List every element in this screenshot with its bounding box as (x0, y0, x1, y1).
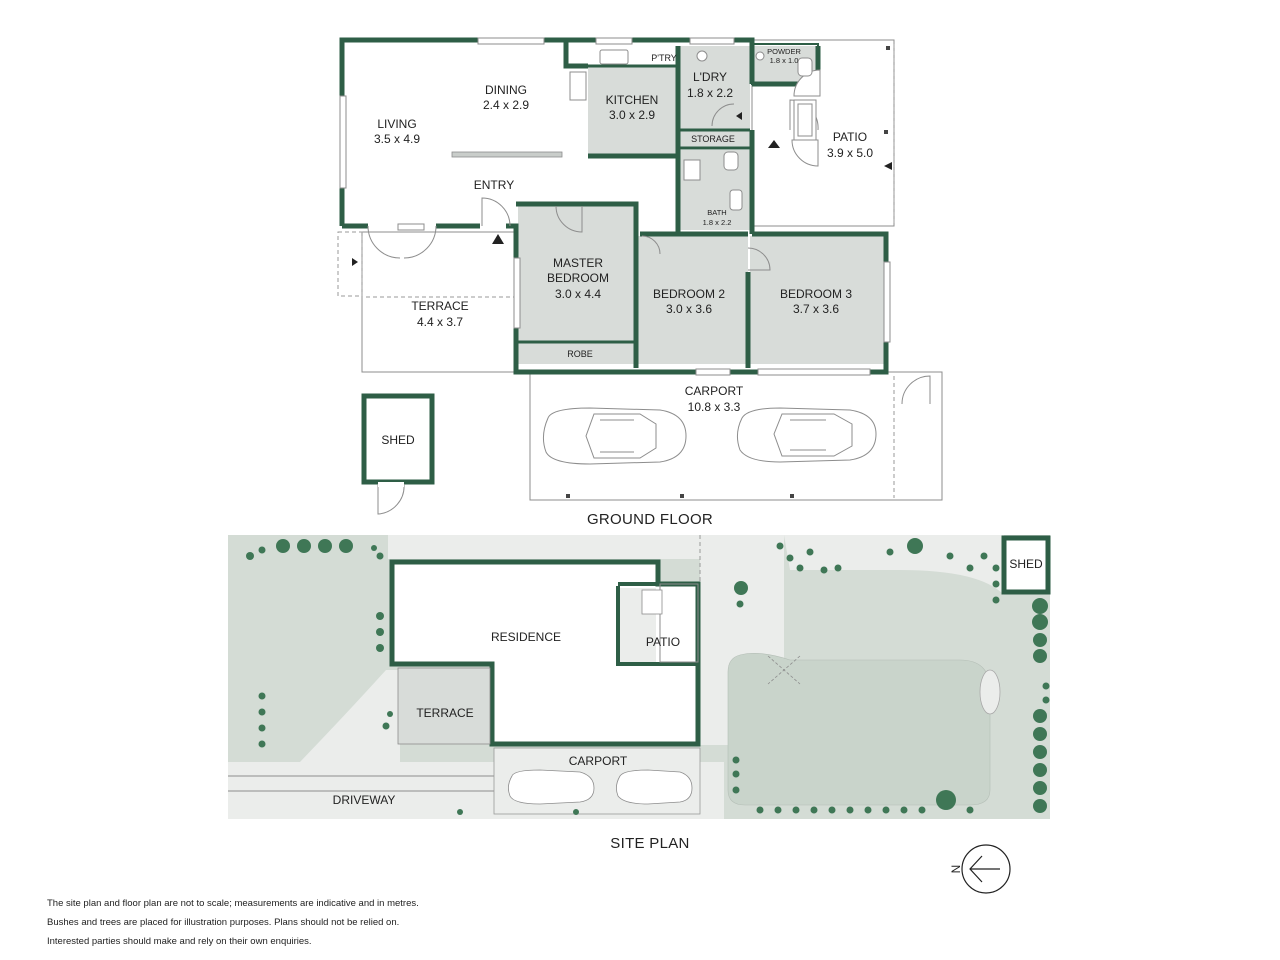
site-bushes (246, 542, 1050, 815)
bedroom3-name: BEDROOM 3 (780, 287, 852, 301)
kitchen-dims: 3.0 x 2.9 (609, 108, 655, 122)
site-terrace-label: TERRACE (416, 706, 473, 720)
patio-name: PATIO (833, 130, 867, 144)
bedroom2-floor (638, 236, 748, 364)
lawn-area (727, 653, 991, 806)
site-plan: RESIDENCE PATIO TERRACE CARPORT DRIVEWAY… (228, 535, 1051, 852)
living-name: LIVING (377, 117, 416, 131)
shed-name: SHED (381, 433, 415, 447)
laundry-name: L'DRY (693, 70, 727, 84)
laundry-dims: 1.8 x 2.2 (687, 86, 733, 100)
carport-dims: 10.8 x 3.3 (688, 400, 741, 414)
bath-name: BATH (707, 208, 726, 217)
site-residence-label: RESIDENCE (491, 630, 561, 644)
bedroom2-name: BEDROOM 2 (653, 287, 725, 301)
powder-name: POWDER (767, 47, 801, 56)
disclaimer: The site plan and floor plan are not to … (47, 894, 419, 951)
site-plan-heading: SITE PLAN (610, 835, 689, 852)
site-shed-outline (1001, 535, 1051, 595)
pantry-name: P'TRY (651, 53, 677, 63)
entry-name: ENTRY (474, 178, 514, 192)
site-patio-label: PATIO (646, 635, 680, 649)
north-compass: N (949, 844, 1011, 894)
car-2 (736, 407, 877, 463)
disclaimer-line: Interested parties should make and rely … (47, 936, 312, 947)
terrace-name: TERRACE (411, 299, 468, 313)
ground-floor-plan: LIVING 3.5 x 4.9 DINING 2.4 x 2.9 KITCHE… (337, 37, 943, 528)
robe-name: ROBE (567, 349, 593, 359)
master-bedroom-name-1: MASTER (553, 256, 603, 270)
patio-dims: 3.9 x 5.0 (827, 146, 873, 160)
dining-dims: 2.4 x 2.9 (483, 98, 529, 112)
carport-name: CARPORT (685, 384, 744, 398)
bedroom3-dims: 3.7 x 3.6 (793, 302, 839, 316)
dining-name: DINING (485, 83, 527, 97)
terrace-dims: 4.4 x 3.7 (417, 315, 463, 329)
bedroom3-floor (750, 236, 886, 364)
master-bedroom-floor (518, 204, 634, 364)
kitchen-floor (588, 66, 678, 156)
car-1 (542, 407, 687, 465)
disclaimer-line: The site plan and floor plan are not to … (47, 898, 419, 909)
living-dims: 3.5 x 4.9 (374, 132, 420, 146)
storage-floor (680, 130, 750, 148)
storage-name: STORAGE (691, 134, 735, 144)
disclaimer-line: Bushes and trees are placed for illustra… (47, 917, 400, 928)
bath-dims: 1.8 x 2.2 (703, 218, 732, 227)
compass-letter: N (949, 865, 963, 874)
ground-floor-heading: GROUND FLOOR (587, 511, 713, 528)
site-trees (276, 538, 1048, 813)
kitchen-name: KITCHEN (606, 93, 659, 107)
site-shed-label: SHED (1009, 557, 1043, 571)
master-bedroom-name-2: BEDROOM (547, 271, 609, 285)
site-driveway-label: DRIVEWAY (333, 793, 396, 807)
powder-dims: 1.8 x 1.0 (770, 56, 799, 65)
master-bedroom-dims: 3.0 x 4.4 (555, 287, 601, 301)
bedroom2-dims: 3.0 x 3.6 (666, 302, 712, 316)
site-carport-label: CARPORT (569, 754, 628, 768)
